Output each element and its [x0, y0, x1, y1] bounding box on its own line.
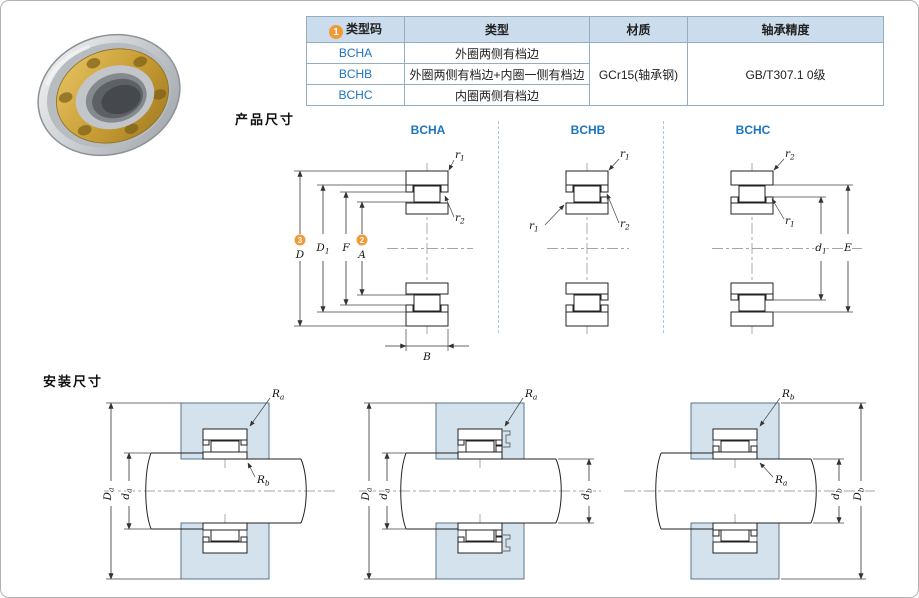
bearing-cross-section — [457, 428, 503, 554]
housing — [690, 402, 780, 580]
dim-label-Ra: Ra — [774, 474, 787, 488]
diagram-separator — [498, 121, 499, 333]
dim-label-r1: r1 — [620, 148, 630, 162]
bearing-cross-section — [405, 170, 449, 327]
product-dimensions-title: 产品尺寸 — [235, 112, 296, 127]
dim-label-db: db — [580, 488, 594, 500]
retainer-ring — [503, 430, 511, 552]
install-diagram-2: Da da db Ra — [359, 387, 601, 580]
header-precision: 轴承精度 — [687, 16, 884, 43]
diagram-title-bchc: BCHC — [735, 123, 771, 137]
dim-label-da: da — [378, 488, 392, 499]
leader-lines — [759, 397, 781, 478]
diagram-separator — [663, 121, 664, 333]
dimension-lines — [108, 402, 132, 580]
dim-label-r2: r2 — [455, 212, 465, 226]
dim-label-E: E — [843, 242, 852, 254]
dim-label-d1: d1 — [815, 242, 827, 256]
header-material: 材质 — [589, 16, 688, 43]
dim-label-Ra: Ra — [271, 388, 284, 402]
badge-1-icon: 1 — [328, 25, 343, 40]
dim-label-Rb: Rb — [256, 474, 270, 488]
bearing-cross-section — [565, 170, 609, 327]
dim-label-Db: Db — [852, 487, 866, 501]
bearing-cross-section — [712, 428, 758, 554]
dim-label-F: F — [341, 242, 350, 254]
bearing-cross-section — [202, 428, 248, 554]
bearing-image-group — [37, 33, 181, 157]
extension-lines — [773, 184, 853, 313]
product-diagram-bchb: r1 r1 r2 — [528, 147, 631, 335]
install-diagram-3: db Db Rb Ra — [624, 387, 878, 580]
dim-label-D1: D1 — [315, 242, 329, 256]
table-row: BCHB 外圈两侧有档边+内圈一侧有档边 — [306, 63, 884, 85]
dim-label-Ra: Ra — [524, 388, 537, 402]
dim-label-Da: Da — [360, 488, 374, 502]
dim-label-r1: r1 — [455, 149, 465, 163]
leader-lines — [771, 158, 785, 220]
dim-label-r1: r1 — [785, 215, 795, 229]
cell-code-bchb: BCHB — [306, 63, 405, 85]
dim-label-Rb: Rb — [781, 388, 795, 402]
leader-lines — [444, 159, 455, 218]
bearing-photo — [37, 33, 181, 157]
cell-type-bcha: 外圈两侧有档边 — [404, 42, 590, 64]
extension-lines — [294, 170, 449, 351]
table-row: BCHC 内圈两侧有档边 — [306, 84, 884, 106]
leader-lines — [247, 397, 271, 478]
bearing-cross-section — [730, 170, 774, 327]
badge-3-icon — [294, 234, 306, 246]
leader-lines — [504, 397, 524, 427]
dim-label-da: da — [120, 488, 134, 499]
install-dimensions-title: 安装尺寸 — [43, 374, 104, 389]
diagram-title-bchb: BCHB — [570, 123, 606, 137]
dim-label-B: B — [422, 351, 431, 363]
diagram-title-bcha: BCHA — [410, 123, 446, 137]
badge-2-icon — [356, 234, 368, 246]
dim-label-r1: r1 — [529, 220, 539, 234]
cell-material: GCr15(轴承钢) — [589, 42, 688, 106]
cell-code-bcha: BCHA — [306, 42, 405, 64]
install-diagram-1: Da da Ra Rb — [101, 387, 336, 580]
cell-precision: GB/T307.1 0级 — [687, 42, 884, 106]
product-diagram-bchc: r2 r1 d1 E — [712, 147, 862, 335]
dim-label-D: D — [295, 249, 305, 261]
dim-label-r2: r2 — [785, 148, 795, 162]
cell-type-bchb: 外圈两侧有档边+内圈一侧有档边 — [404, 63, 590, 85]
cell-type-bchc: 内圈两侧有档边 — [404, 84, 590, 106]
dimension-lines — [818, 184, 851, 313]
dim-label-Da: Da — [102, 488, 116, 502]
header-type: 类型 — [404, 16, 590, 43]
product-diagram-bcha: 3 D D1 F 2 A B r1 r2 — [294, 148, 473, 364]
leader-lines — [544, 158, 620, 226]
dimension-lines — [366, 402, 592, 580]
dim-label-A: A — [357, 249, 366, 261]
dim-label-r2: r2 — [620, 218, 630, 232]
dimension-lines — [836, 402, 864, 580]
table-row: BCHA 外圈两侧有档边 GCr15(轴承钢) GB/T307.1 0级 — [306, 42, 884, 106]
badge-2-number: 2 — [360, 236, 365, 245]
header-type-code-label: 类型码 — [345, 21, 382, 36]
dimension-lines — [297, 170, 469, 349]
cell-code-bchc: BCHC — [306, 84, 405, 106]
badge-3-number: 3 — [298, 236, 303, 245]
dim-label-db: db — [830, 488, 844, 500]
